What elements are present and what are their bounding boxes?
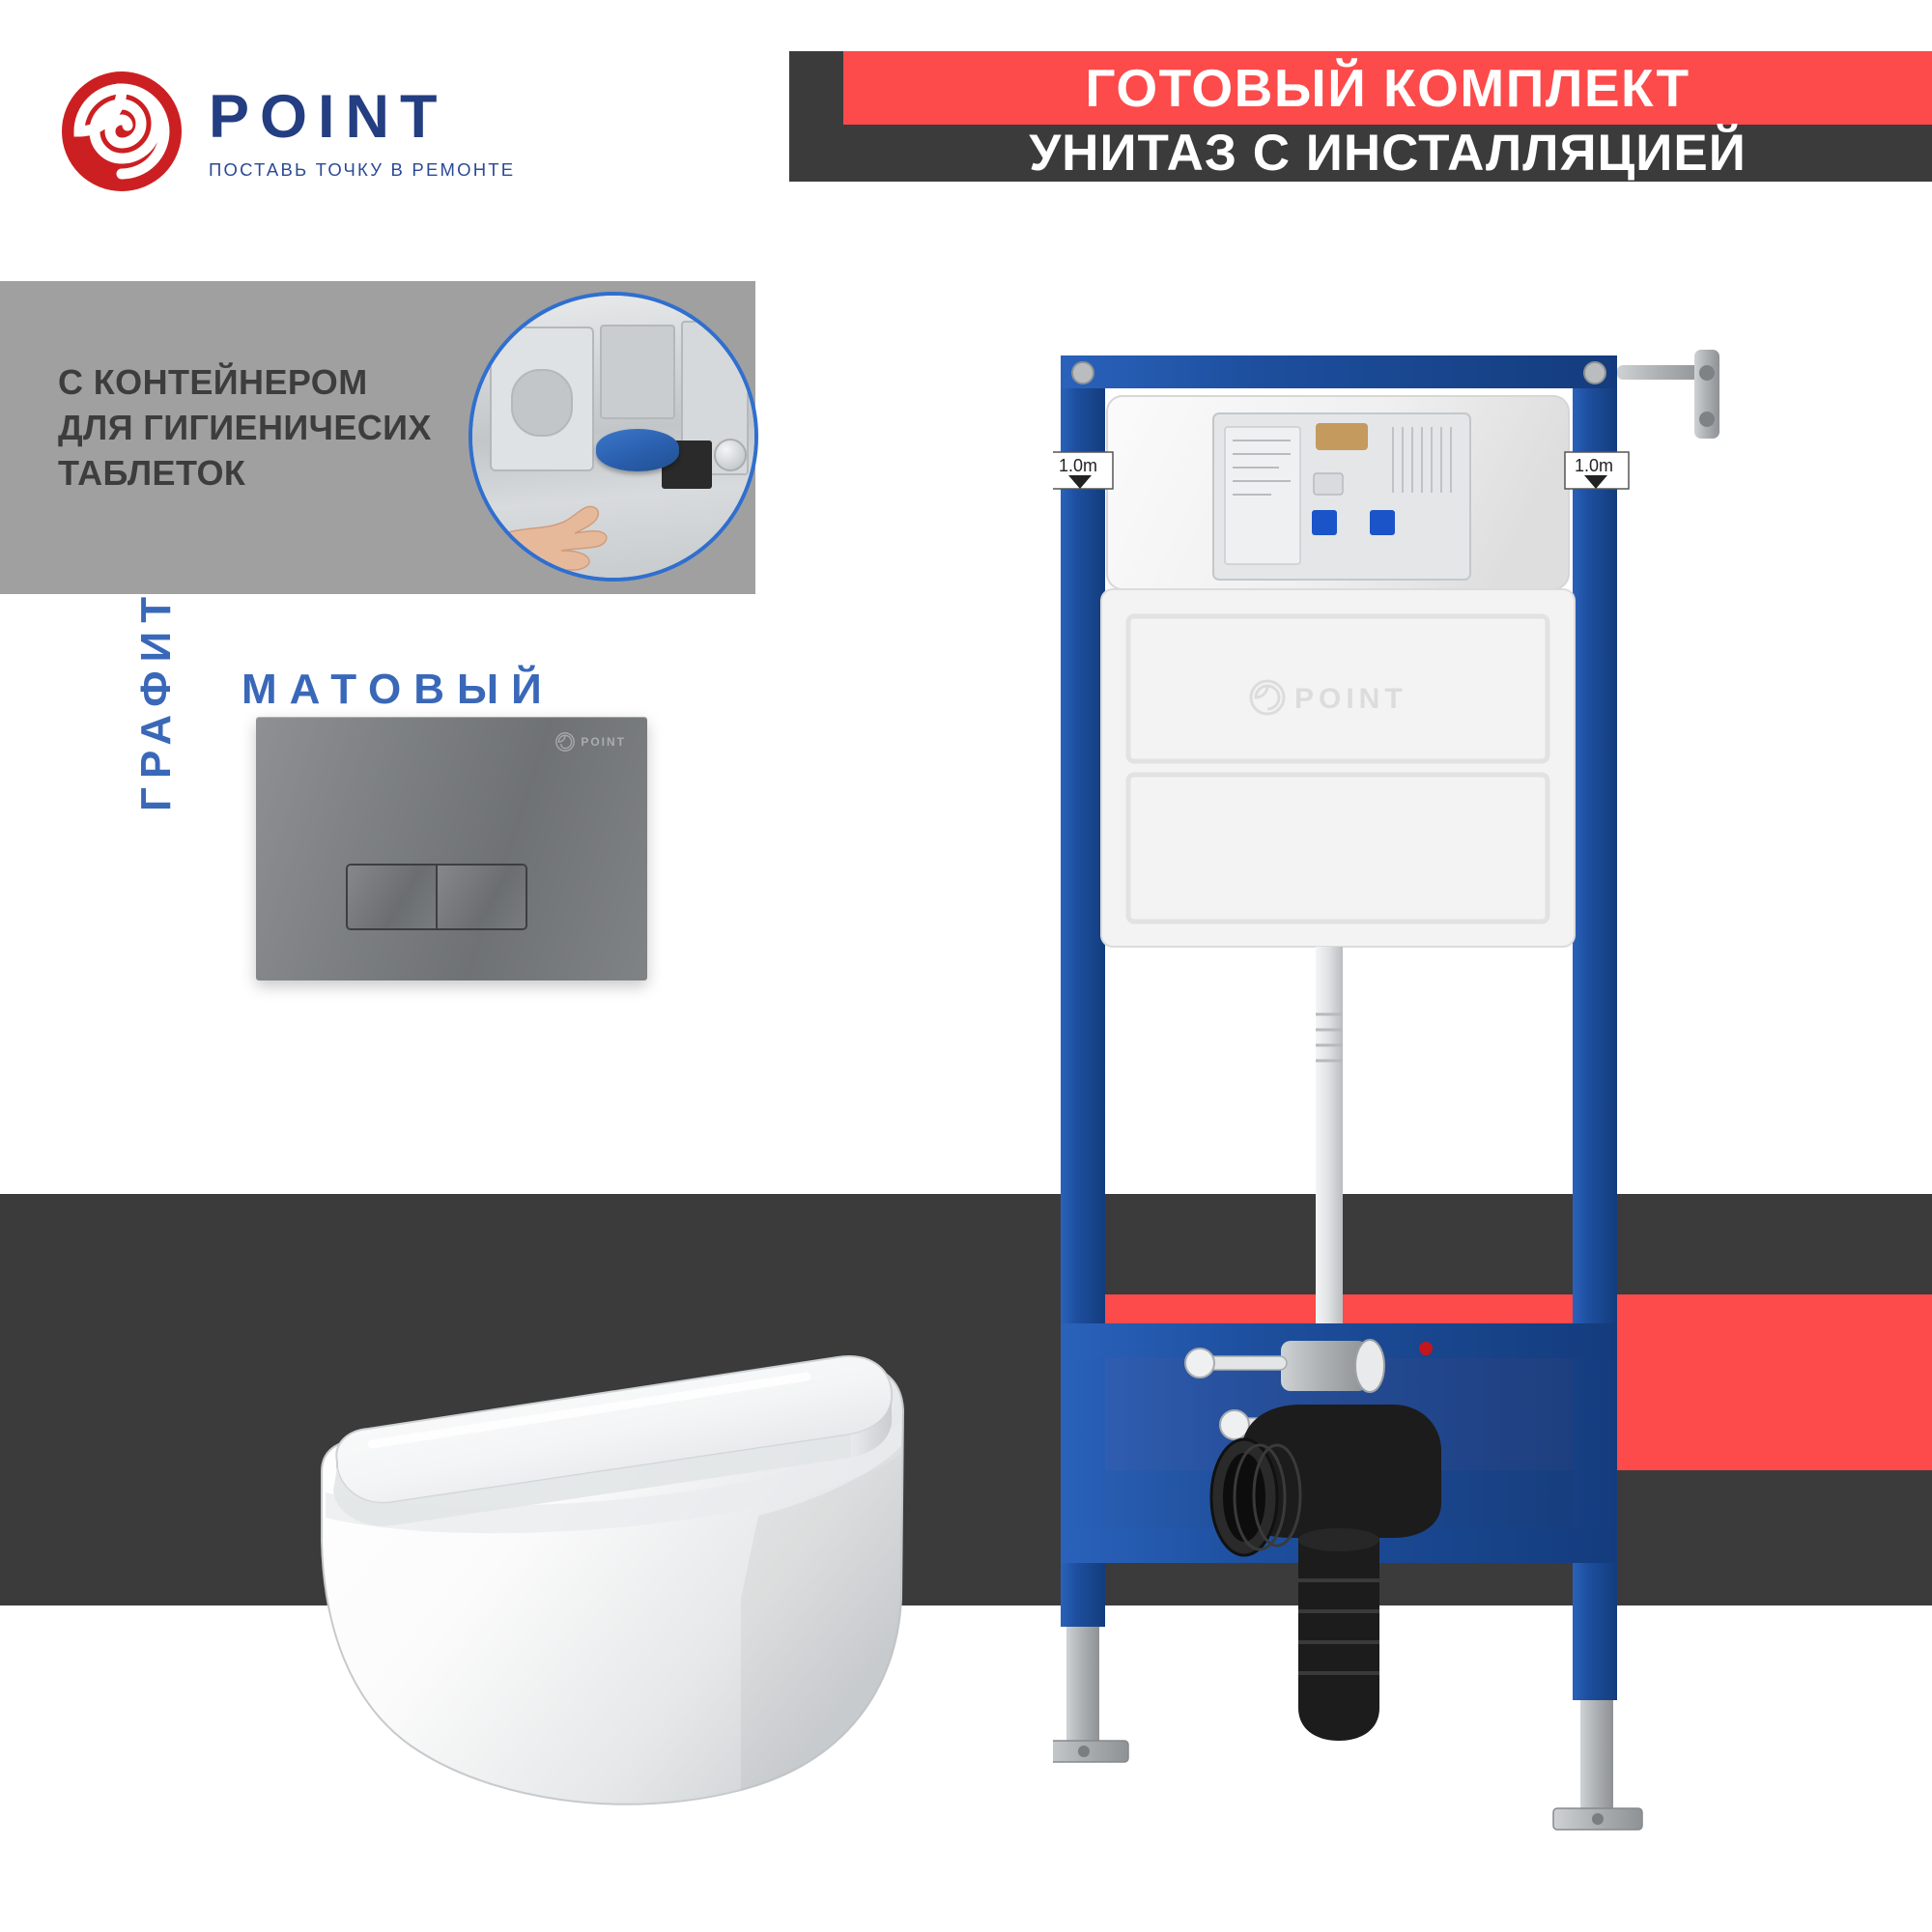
lid-highlight (367, 1372, 811, 1449)
tablet-container-slot (1316, 423, 1368, 450)
waste-outlet-elbow (1209, 1405, 1441, 1557)
flush-plate[interactable]: POINT (256, 717, 647, 980)
cistern-insulation-body (1100, 588, 1576, 948)
spiral-icon (1249, 679, 1286, 716)
brand-logo: POINT ПОСТАВЬ ТОЧКУ В РЕМОНТЕ (60, 70, 515, 193)
frame-right-upright-base (1573, 1563, 1617, 1700)
brand-wordmark-group: POINT ПОСТАВЬ ТОЧКУ В РЕМОНТЕ (209, 83, 515, 181)
panel-ribs (1392, 427, 1452, 493)
seat-lid-edge (851, 1392, 893, 1458)
flush-pipe (1316, 947, 1343, 1362)
cistern-panel-middle (600, 325, 675, 419)
height-marker-left: 1.0m (1053, 451, 1114, 490)
banner-subheadline: УНИТАЗ С ИНСТАЛЛЯЦИЕЙ (1029, 125, 1747, 182)
hand-icon (472, 505, 608, 576)
flush-pipe-corrugation (1316, 1012, 1343, 1063)
cistern-brand-emboss: POINT (1249, 679, 1407, 716)
spiral-icon (555, 732, 576, 752)
wall-hung-toilet-bowl (321, 1355, 905, 1805)
brand-tagline: ПОСТАВЬ ТОЧКУ В РЕМОНТЕ (209, 158, 516, 180)
frame-mount-hole-2 (1419, 1342, 1433, 1355)
cistern-embossed-panel-top (1125, 613, 1550, 764)
wall-bracket-arm (1617, 365, 1706, 380)
plate-brand-wordmark: POINT (581, 735, 626, 749)
svg-text:POINT: POINT (1294, 683, 1407, 715)
half-flush-button[interactable] (438, 866, 526, 928)
feature-callout-text: С КОНТЕЙНЕРОМ ДЛЯ ГИГИЕНИЧЕСИХ ТАБЛЕТОК (58, 360, 493, 496)
flush-button-group[interactable] (346, 864, 527, 930)
tablet-container-photo (469, 292, 758, 582)
frame-bolt-top-right (1583, 361, 1606, 384)
cistern-knob-2 (714, 439, 747, 471)
banner-headline: ГОТОВЫЙ КОМПЛЕКТ (1085, 57, 1690, 118)
height-marker-right: 1.0m (1564, 451, 1630, 490)
panel-button-slot (1313, 472, 1344, 496)
spiral-icon (62, 71, 182, 191)
banner-red-highlight (843, 51, 1932, 125)
wall-bracket-bolt-upper (1699, 365, 1715, 381)
header-banner: ГОТОВЫЙ КОМПЛЕКТ УНИТАЗ С ИНСТАЛЛЯЦИЕЙ (789, 51, 1932, 182)
frame-top-crossbar (1061, 355, 1617, 388)
feature-line-2: ДЛЯ ГИГИЕНИЧЕСИХ (58, 407, 432, 447)
brand-wordmark: POINT (209, 82, 448, 151)
panel-label-lines (1233, 440, 1291, 496)
svg-text:1.0m: 1.0m (1059, 456, 1097, 475)
cistern-embossed-panel-bottom (1125, 772, 1550, 924)
feature-line-1: С КОНТЕЙНЕРОМ (58, 362, 368, 402)
svg-text:1.0m: 1.0m (1575, 456, 1613, 475)
plate-finish-label: МАТОВЫЙ (242, 666, 554, 713)
feature-line-3: ТАБЛЕТОК (58, 452, 246, 493)
plate-brand-logo: POINT (555, 732, 626, 752)
frame-left-upright-base (1061, 1563, 1105, 1627)
waste-drain-stub (1298, 1528, 1379, 1741)
frame-bolt-top-left (1071, 361, 1094, 384)
water-inlet-connector (1184, 1339, 1385, 1393)
bowl-side-shading (741, 1446, 901, 1790)
cistern-valve-housing (511, 369, 573, 437)
flush-valve-indicator-left (1312, 510, 1337, 535)
seat-lid-underside (333, 1435, 851, 1526)
full-flush-button[interactable] (348, 866, 438, 928)
wall-bracket-bolt-lower (1699, 412, 1715, 427)
flush-valve-indicator-right (1370, 510, 1395, 535)
installation-frame: POINT 1.0m 1.0m (1053, 350, 1719, 1831)
blue-hygienic-tablet (596, 429, 679, 471)
bowl-rim-shadow (326, 1421, 901, 1534)
plate-color-label: ГРАФИТ (132, 587, 180, 811)
